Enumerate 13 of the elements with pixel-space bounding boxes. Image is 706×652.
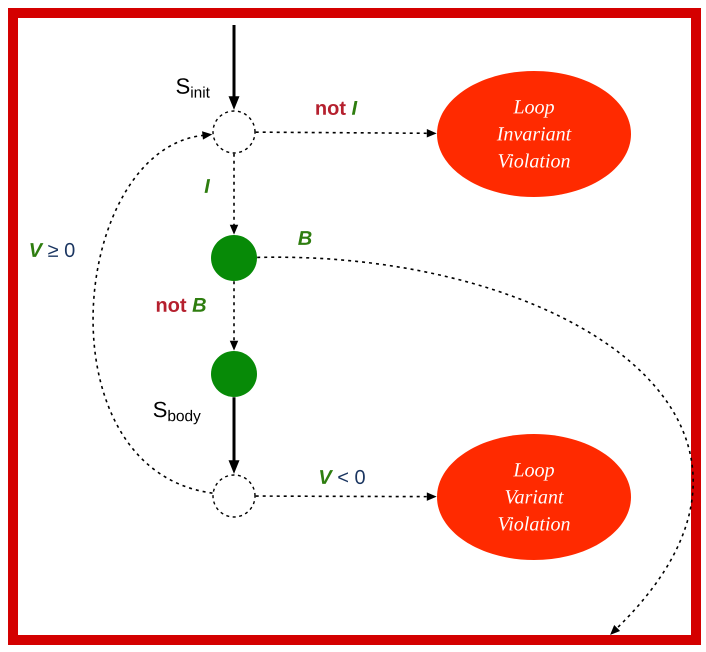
- edge-label: V ≥ 0: [28, 242, 76, 258]
- edge-label: I: [203, 178, 211, 194]
- state-dot: [211, 351, 257, 397]
- edge-label: V < 0: [317, 468, 367, 486]
- edge-label: not B: [154, 297, 208, 313]
- junction-circle: [212, 474, 256, 518]
- edge-label: S$_{init}$: [174, 77, 212, 99]
- edge-label: B: [296, 230, 314, 246]
- edge-label: S$_{body}$: [152, 400, 202, 426]
- state-dot: [211, 235, 257, 281]
- arrow: [92, 131, 213, 494]
- junction-circle: [212, 110, 256, 154]
- edge-label: not I: [314, 100, 358, 116]
